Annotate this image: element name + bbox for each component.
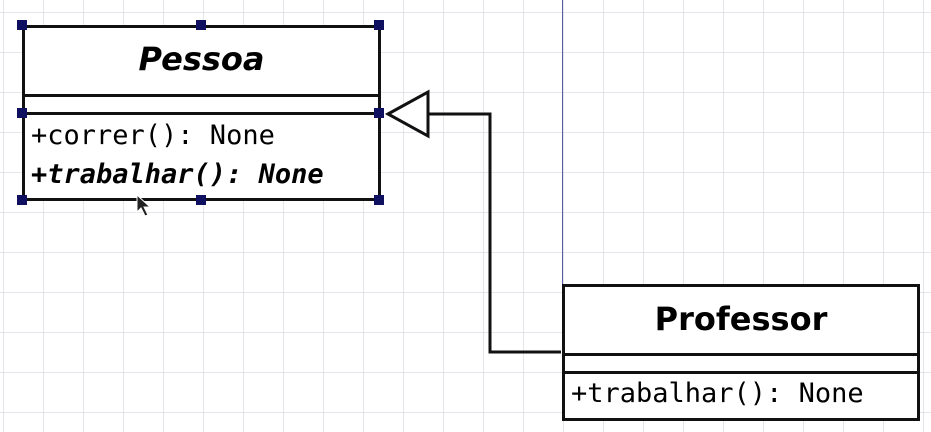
resize-handle-top-right[interactable] [374,20,384,30]
resize-handle-left[interactable] [17,108,27,118]
resize-handle-right[interactable] [374,108,384,118]
class-professor[interactable]: Professor +trabalhar(): None [562,284,920,421]
attributes-divider [565,371,917,374]
resize-handle-top[interactable] [196,20,206,30]
attributes-divider [25,112,378,115]
resize-handle-bottom-right[interactable] [374,195,384,205]
mouse-pointer-icon [136,194,152,217]
method-trabalhar-abstract: +trabalhar(): None [31,159,324,190]
inheritance-arrowhead-icon [384,89,430,139]
method-trabalhar: +trabalhar(): None [571,378,864,409]
alignment-guide [562,0,563,290]
class-name-pessoa: Pessoa [138,40,265,78]
resize-handle-top-left[interactable] [17,20,27,30]
class-pessoa[interactable]: Pessoa +correr(): None +trabalhar(): Non… [22,25,381,201]
name-divider [25,94,378,97]
class-name-professor: Professor [654,300,828,338]
method-correr: +correr(): None [31,120,275,151]
name-divider [565,353,917,356]
connector-path [428,112,561,354]
resize-handle-bottom[interactable] [196,195,206,205]
resize-handle-bottom-left[interactable] [17,195,27,205]
